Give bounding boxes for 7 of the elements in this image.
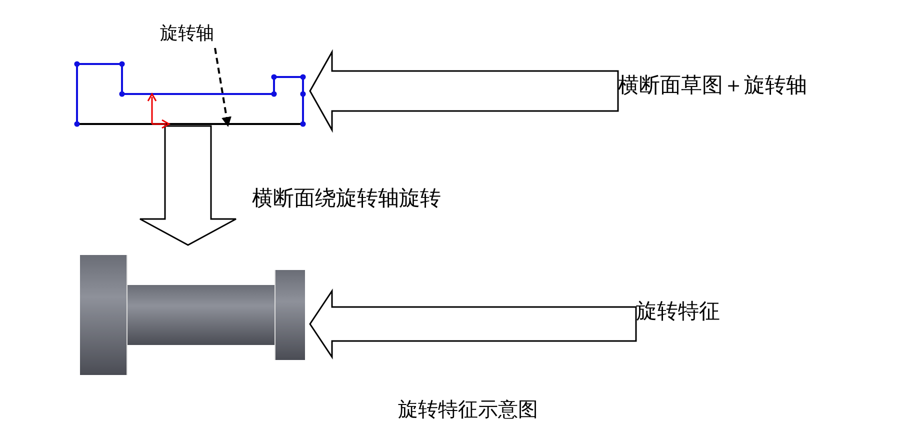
arrow-caption: 横断面草图＋旋转轴: [618, 70, 853, 100]
block-arrow: [309, 288, 637, 360]
block-arrow: [139, 125, 237, 246]
caption: 旋转特征示意图: [398, 396, 538, 423]
leader-line: [214, 48, 232, 127]
axis-label: 旋转轴: [160, 20, 230, 48]
block-arrow: [309, 49, 619, 133]
